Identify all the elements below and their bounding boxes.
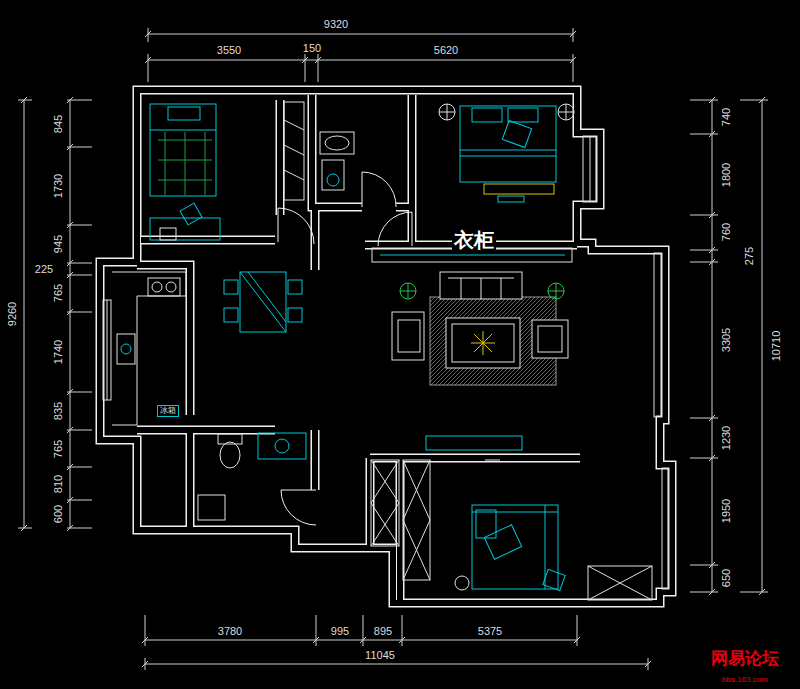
dimension: 760: [720, 223, 732, 241]
fridge-box: 冰箱: [157, 405, 179, 418]
dimension: 150: [303, 42, 321, 54]
dimension: 5375: [478, 625, 502, 637]
dimension: 9260: [6, 302, 18, 326]
dimension: 650: [720, 569, 732, 587]
dimension: 1950: [720, 499, 732, 523]
dimension: 945: [52, 235, 64, 253]
dimension: 845: [52, 115, 64, 133]
dimension: 1740: [52, 340, 64, 364]
appliance-label: 冰箱: [160, 406, 176, 415]
dimension: 810: [52, 475, 64, 493]
dimension: 11045: [365, 649, 395, 661]
dimension: 835: [52, 402, 64, 420]
dimension: 895: [374, 625, 392, 637]
dimension: 275: [743, 247, 755, 265]
dimension: 1800: [720, 163, 732, 187]
dimension: 1730: [52, 174, 64, 198]
dimension: 3780: [218, 625, 242, 637]
dimension: 3550: [217, 44, 241, 56]
dimension: 995: [331, 625, 349, 637]
watermark: 网易论坛: [709, 650, 781, 669]
dimension: 10710: [770, 331, 782, 362]
watermark-url: bbs.163.com: [720, 676, 770, 685]
dimension: 1230: [720, 426, 732, 450]
walls: [100, 90, 672, 603]
dimension: 225: [35, 263, 53, 275]
room-label: 衣柜: [452, 229, 496, 251]
furniture: [112, 102, 574, 591]
dimension: 9320: [324, 18, 348, 30]
dimension-lines: [18, 28, 768, 670]
dimension: 600: [52, 505, 64, 523]
dimension: 740: [720, 108, 732, 126]
dimension: 3305: [720, 328, 732, 352]
dimension: 5620: [434, 44, 458, 56]
dimension: 765: [52, 284, 64, 302]
dimension: 765: [52, 440, 64, 458]
